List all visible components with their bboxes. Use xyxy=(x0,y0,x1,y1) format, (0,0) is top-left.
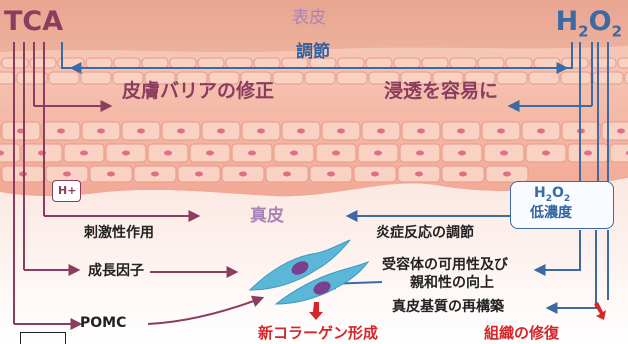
cell-nucleus xyxy=(164,151,172,156)
skin-cell xyxy=(338,58,364,68)
skin-cell xyxy=(478,58,504,68)
skin-cell xyxy=(506,58,532,68)
permeation-label: 浸透を容易に xyxy=(384,82,498,101)
cell-nucleus xyxy=(459,172,467,177)
cell-nucleus xyxy=(377,129,385,134)
cell-nucleus xyxy=(374,151,382,156)
cell-nucleus xyxy=(503,172,511,177)
skin-cell xyxy=(81,72,111,84)
skin-cell xyxy=(366,58,392,68)
inflammation-label: 炎症反応の調節 xyxy=(376,226,474,240)
cell-nucleus xyxy=(206,151,214,156)
skin-cell xyxy=(142,58,168,68)
skin-cell xyxy=(273,72,303,84)
skin-cell xyxy=(590,58,616,68)
cell-nucleus xyxy=(537,129,545,134)
dermis-label: 真皮 xyxy=(250,208,284,225)
matrix-rebuild-label: 真皮基質の再構築 xyxy=(392,300,504,314)
regulate-label: 調節 xyxy=(296,44,330,61)
skin-cell xyxy=(198,58,224,68)
cell-nucleus xyxy=(57,129,65,134)
skin-cell xyxy=(610,144,628,162)
receptor-label-line1: 受容体の可用性及び xyxy=(382,258,508,272)
cell-nucleus xyxy=(332,151,340,156)
skin-cell xyxy=(86,58,112,68)
barrier-repair-label: 皮膚バリアの修正 xyxy=(122,82,274,101)
new-collagen-label: 新コラーゲン形成 xyxy=(258,326,378,341)
cell-nucleus xyxy=(195,172,203,177)
skin-cell xyxy=(562,58,588,68)
cell-nucleus xyxy=(371,172,379,177)
cell-nucleus xyxy=(542,151,550,156)
skin-cell xyxy=(114,58,140,68)
cell-nucleus xyxy=(458,151,466,156)
epidermis-label: 表皮 xyxy=(292,10,326,27)
cell-nucleus xyxy=(417,129,425,134)
skin-cell xyxy=(49,72,79,84)
cell-nucleus xyxy=(457,129,465,134)
cell-nucleus xyxy=(97,129,105,134)
tissue-repair-label: 組織の修復 xyxy=(484,326,559,341)
cell-nucleus xyxy=(107,172,115,177)
skin-cell xyxy=(534,58,560,68)
skin-cell xyxy=(394,58,420,68)
cell-nucleus xyxy=(415,172,423,177)
cell-nucleus xyxy=(283,172,291,177)
skin-cell xyxy=(226,58,252,68)
skin-cell xyxy=(450,58,476,68)
cell-nucleus xyxy=(617,129,625,134)
cell-nucleus xyxy=(239,172,247,177)
low-concentration-label: 低濃度 xyxy=(530,206,572,220)
cell-nucleus xyxy=(177,129,185,134)
pomc-label: POMC xyxy=(80,316,126,330)
growth-factor-label: 成長因子 xyxy=(88,264,144,278)
skin-cell xyxy=(561,72,591,84)
tca-label: TCA xyxy=(4,8,63,35)
cell-nucleus xyxy=(80,151,88,156)
cell-nucleus xyxy=(217,129,225,134)
skin-cell xyxy=(529,72,559,84)
skin-cell xyxy=(170,58,196,68)
cell-nucleus xyxy=(248,151,256,156)
skin-cell xyxy=(0,72,15,84)
h2o2-label: H2O2 xyxy=(556,8,622,39)
skin-cell xyxy=(497,72,527,84)
stimulation-label: 刺激性作用 xyxy=(84,226,154,240)
cell-nucleus xyxy=(327,172,335,177)
skin-cell xyxy=(17,72,47,84)
cell-nucleus xyxy=(122,151,130,156)
cell-nucleus xyxy=(63,172,71,177)
receptor-label-line2: 親和性の向上 xyxy=(410,276,494,290)
skin-cell xyxy=(422,58,448,68)
skin-cell xyxy=(337,72,367,84)
cell-nucleus xyxy=(584,151,592,156)
cell-nucleus xyxy=(297,129,305,134)
skin-cell xyxy=(305,72,335,84)
cell-nucleus xyxy=(497,129,505,134)
cell-nucleus xyxy=(337,129,345,134)
h2o2-small-label: H2O2 xyxy=(534,186,570,204)
corner-box xyxy=(20,332,66,344)
cell-nucleus xyxy=(416,151,424,156)
cell-nucleus xyxy=(290,151,298,156)
cell-nucleus xyxy=(500,151,508,156)
skin-cell xyxy=(254,58,280,68)
cell-nucleus xyxy=(137,129,145,134)
cell-nucleus xyxy=(257,129,265,134)
skin-cell xyxy=(618,58,628,68)
h-plus-label: H+ xyxy=(58,185,76,196)
cell-nucleus xyxy=(151,172,159,177)
